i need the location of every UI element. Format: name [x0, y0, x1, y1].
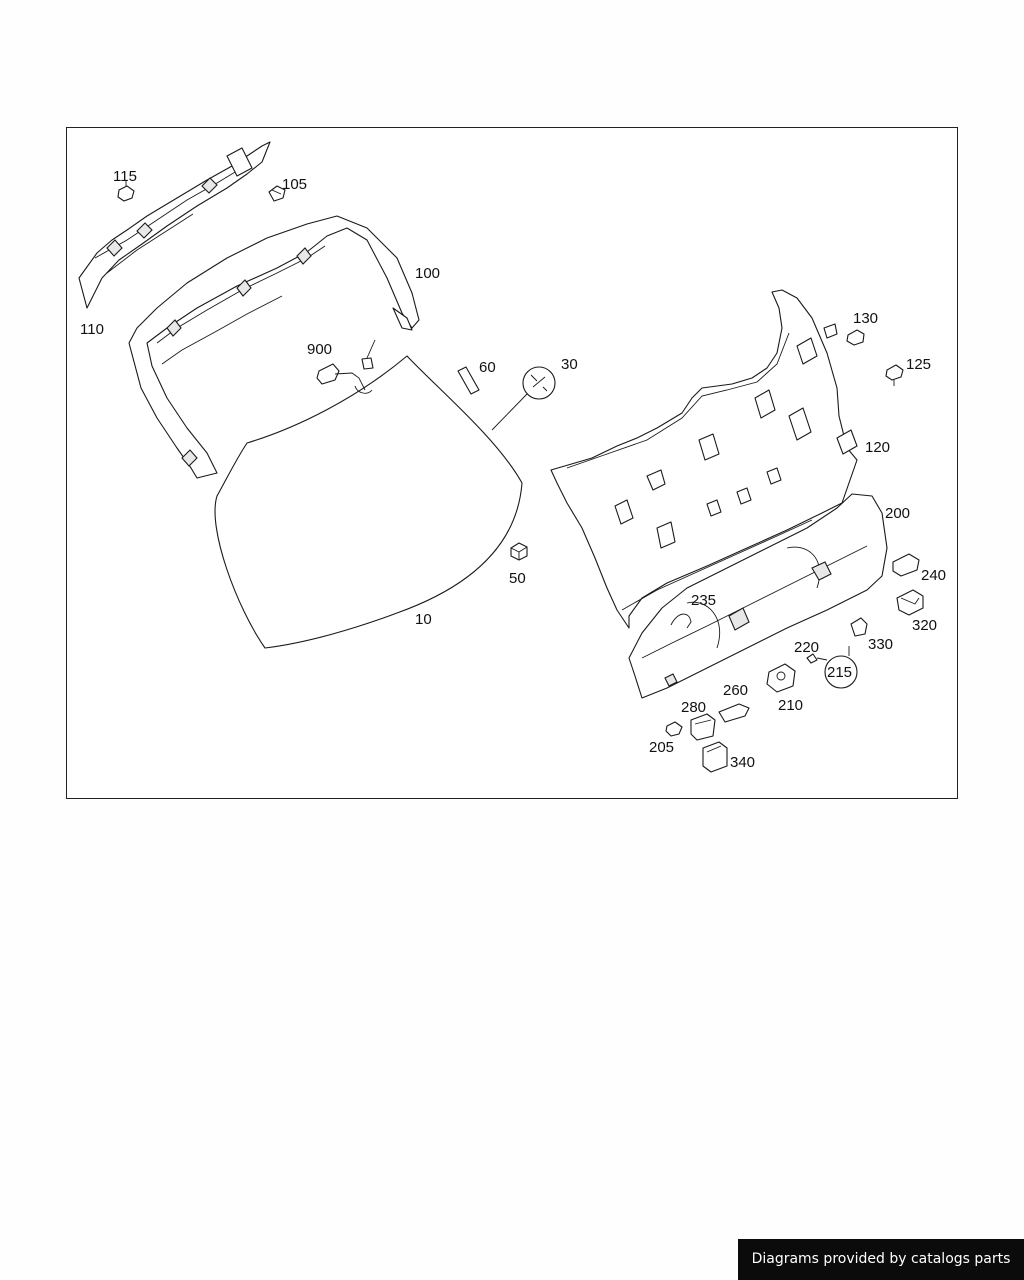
part-320-switch[interactable] — [896, 589, 924, 616]
part-340-switch-housing[interactable] — [702, 741, 728, 773]
callout-235: 235 — [691, 592, 716, 609]
callout-215: 215 — [827, 664, 852, 681]
part-10-rear-window-glass[interactable] — [214, 355, 523, 649]
callout-120: 120 — [865, 439, 890, 456]
callout-340: 340 — [730, 754, 755, 771]
callout-30: 30 — [561, 356, 578, 373]
callout-205: 205 — [649, 739, 674, 756]
part-105-clip[interactable] — [268, 185, 286, 202]
part-50-block[interactable] — [510, 542, 528, 561]
part-130-clip[interactable] — [846, 329, 865, 346]
callout-125: 125 — [906, 356, 931, 373]
part-100-side-frame[interactable] — [128, 215, 420, 479]
callout-210: 210 — [778, 697, 803, 714]
part-215-assembly-marker[interactable] — [816, 646, 858, 689]
part-120-tailgate-inner-panel[interactable] — [550, 289, 858, 629]
callout-240: 240 — [921, 567, 946, 584]
callout-110: 110 — [80, 321, 104, 338]
part-115-clip[interactable] — [117, 180, 135, 202]
part-200-lower-trim-panel[interactable] — [628, 493, 888, 699]
callout-50: 50 — [509, 570, 526, 587]
part-260-lamp[interactable] — [718, 703, 750, 723]
part-220-pin[interactable] — [806, 653, 818, 664]
callout-115: 115 — [113, 168, 137, 185]
callout-105: 105 — [282, 176, 307, 193]
part-205-grommet[interactable] — [665, 721, 683, 737]
callout-280: 280 — [681, 699, 706, 716]
callout-220: 220 — [794, 639, 819, 656]
callout-320: 320 — [912, 617, 937, 634]
callout-330: 330 — [868, 636, 893, 653]
parts-diagram-frame: 115 105 100 110 900 60 30 50 10 130 125 … — [66, 127, 958, 799]
callout-900: 900 — [307, 341, 332, 358]
callout-260: 260 — [723, 682, 748, 699]
part-30-wrench-symbol[interactable] — [491, 366, 556, 431]
part-280-connector[interactable] — [690, 713, 716, 741]
part-125-clip[interactable] — [885, 364, 904, 386]
exploded-parts-diagram: 115 105 100 110 900 60 30 50 10 130 125 … — [78, 141, 946, 773]
part-60-adhesive-strip[interactable] — [457, 366, 480, 395]
diagram-credit-banner: Diagrams provided by catalogs parts — [738, 1239, 1024, 1280]
part-900-sensor[interactable] — [316, 339, 376, 394]
part-210-camera[interactable] — [766, 663, 796, 693]
part-240-connector[interactable] — [892, 553, 920, 577]
callout-100: 100 — [415, 265, 440, 282]
part-235-hook[interactable] — [670, 613, 692, 629]
part-110-upper-trim[interactable] — [78, 141, 271, 309]
part-330-cap[interactable] — [850, 617, 868, 637]
callout-60: 60 — [479, 359, 496, 376]
callout-10: 10 — [415, 611, 432, 628]
callout-200: 200 — [885, 505, 910, 522]
callout-130: 130 — [853, 310, 878, 327]
